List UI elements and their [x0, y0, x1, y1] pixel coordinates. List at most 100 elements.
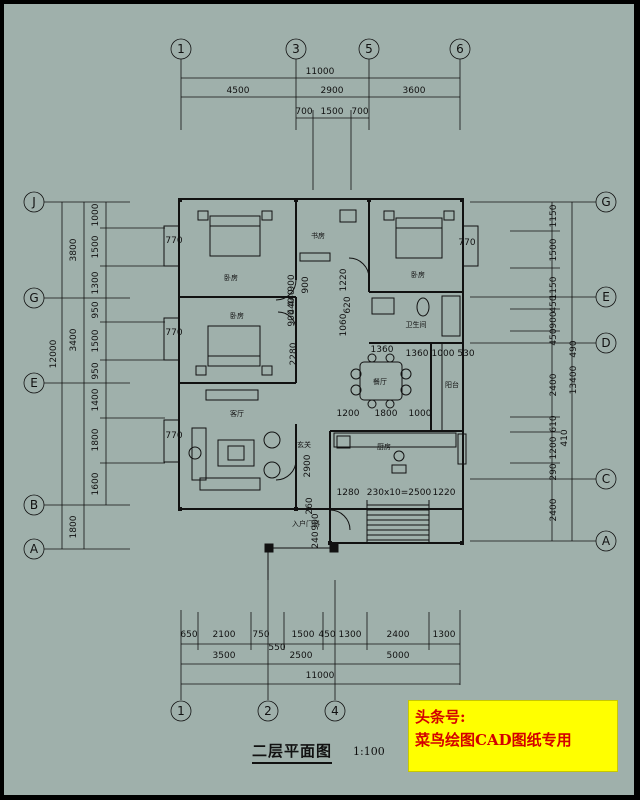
- axis-label-left: B: [30, 498, 38, 512]
- axis-label-top: 5: [365, 42, 373, 56]
- dim-bottom: 3500: [213, 651, 236, 661]
- dim-left: 1800: [69, 515, 79, 538]
- dim-right: 900: [549, 311, 559, 328]
- room-label-bedroom: 卧房: [411, 270, 425, 279]
- dim-right: 610: [549, 415, 559, 432]
- dim-right: 1150: [549, 276, 559, 299]
- watermark-banner: 头条号: 菜鸟绘图CAD图纸专用: [408, 700, 618, 772]
- dim-left: 1000: [91, 203, 101, 226]
- dim-right: 1200: [549, 436, 559, 459]
- dim-bottom: 5000: [387, 651, 410, 661]
- axis-bubble: [170, 700, 192, 722]
- dim-window: 770: [165, 431, 182, 441]
- axis-label-left: A: [30, 542, 39, 556]
- dim-bottom: 1300: [339, 630, 362, 640]
- dim-right: 290: [549, 463, 559, 480]
- axis-label-left: G: [29, 291, 38, 305]
- dim-interior: 1360: [406, 349, 429, 359]
- dim-window: 770: [458, 238, 475, 248]
- axis-label-bottom: 1: [177, 704, 185, 718]
- dim-right: 490: [569, 340, 579, 357]
- room-label-study: 书房: [311, 231, 325, 240]
- dim-right: 1500: [549, 238, 559, 261]
- sink: [371, 297, 395, 315]
- dim-left: 1500: [91, 235, 101, 258]
- axis-label-right: E: [602, 290, 610, 304]
- dim-interior: 2280: [289, 342, 299, 365]
- dim-top: 700: [351, 107, 368, 117]
- coffee-table: [217, 439, 255, 467]
- axis-label-right: A: [602, 534, 611, 548]
- dim-right: 1150: [549, 204, 559, 227]
- dim-right: 410: [560, 429, 570, 446]
- dim-interior: 1800: [375, 409, 398, 419]
- dim-bottom: 450: [318, 630, 335, 640]
- axis-label-top: 3: [292, 42, 300, 56]
- room-label-kitchen: 厨房: [377, 442, 391, 451]
- dim-bottom: 650: [180, 630, 197, 640]
- axis-label-right: D: [601, 336, 610, 350]
- dim-interior: 2900: [303, 454, 313, 477]
- dim-total-top: 11000: [306, 67, 335, 77]
- dim-left: 1300: [91, 271, 101, 294]
- dim-total-bottom: 11000: [306, 671, 335, 681]
- room-label-foyer: 玄关: [297, 440, 311, 449]
- dim-interior: 530: [457, 349, 474, 359]
- drawing-paper: [4, 4, 634, 795]
- dim-bottom: 1300: [433, 630, 456, 640]
- dim-interior: 1220: [433, 488, 456, 498]
- dim-left: 950: [91, 301, 101, 318]
- room-label-entrance: 入户门斜: [292, 519, 320, 528]
- dim-interior: 1220: [339, 268, 349, 291]
- axis-label-right: G: [601, 195, 610, 209]
- dim-left: 950: [91, 362, 101, 379]
- room-label-dining: 餐厅: [373, 377, 387, 386]
- dim-window: 770: [165, 328, 182, 338]
- room-label-balcony: 阳台: [445, 380, 459, 389]
- axis-label-right: C: [602, 472, 610, 486]
- axis-label-left: E: [30, 376, 38, 390]
- dim-top: 700: [295, 107, 312, 117]
- dim-left: 1600: [91, 472, 101, 495]
- axis-label-top: 6: [456, 42, 464, 56]
- drawing-title: 二层平面图: [252, 740, 333, 764]
- dim-interior: 900: [311, 513, 321, 530]
- dim-interior: 230x10=2500: [367, 488, 432, 498]
- dim-top: 1500: [321, 107, 344, 117]
- dim-interior: 260: [305, 497, 315, 514]
- room-label-living: 客厅: [230, 409, 244, 418]
- dim-bottom: 2100: [213, 630, 236, 640]
- dim-interior: 1060: [339, 313, 349, 336]
- dim-interior: 240: [311, 531, 321, 548]
- dim-top: 3600: [403, 86, 426, 96]
- dim-interior: 1280: [337, 488, 360, 498]
- dim-top: 2900: [321, 86, 344, 96]
- dim-bottom: 750: [252, 630, 269, 640]
- dim-interior: 440: [287, 297, 297, 314]
- dim-left: 3400: [69, 328, 79, 351]
- dining-table: [359, 361, 403, 401]
- axis-label-bottom: 4: [331, 704, 339, 718]
- dim-bottom: 2500: [290, 651, 313, 661]
- dim-interior: 900: [301, 276, 311, 293]
- shower: [441, 295, 461, 337]
- axis-bubble: [257, 700, 279, 722]
- dim-right: 450: [549, 295, 559, 312]
- dim-left: 1800: [91, 428, 101, 451]
- dim-bottom: 1500: [292, 630, 315, 640]
- axis-label-left: J: [31, 195, 36, 209]
- drawing-scale: 1:100: [353, 745, 385, 758]
- dim-left: 1500: [91, 329, 101, 352]
- dim-interior: 1000: [409, 409, 432, 419]
- dim-interior: 900: [287, 274, 297, 291]
- dim-top: 4500: [227, 86, 250, 96]
- banner-line1: 头条号:: [415, 708, 466, 726]
- axis-label-top: 1: [177, 42, 185, 56]
- room-label-bathroom: 卫生间: [406, 320, 427, 329]
- dim-right: 2400: [549, 498, 559, 521]
- dim-interior: 620: [343, 296, 353, 313]
- toilet: [416, 297, 430, 317]
- bed: [195, 325, 273, 376]
